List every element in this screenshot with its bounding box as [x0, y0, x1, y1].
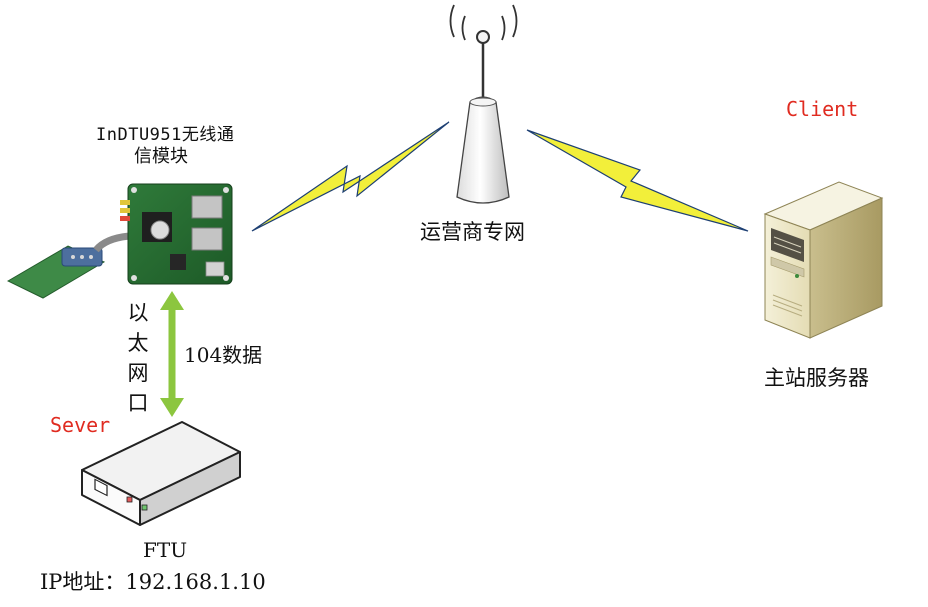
ftu-label: FTU — [143, 538, 188, 562]
wireless-link-left — [251, 121, 450, 232]
server-name-label: 主站服务器 — [764, 366, 869, 390]
wireless-link-right — [526, 129, 749, 232]
antenna-tower-icon — [449, 4, 518, 204]
network-label: 运营商专网 — [420, 220, 525, 244]
server-role-label: Sever — [50, 413, 111, 437]
interface-char: 网 — [127, 361, 149, 385]
protocol-label: 104数据 — [184, 343, 263, 367]
module-name-line1: InDTU951无线通 — [96, 125, 235, 145]
dtu-module-icon — [6, 183, 233, 299]
interface-char: 口 — [127, 391, 149, 415]
interface-char: 太 — [127, 331, 149, 355]
ftu-ip-label: IP地址：192.168.1.10 — [40, 570, 266, 594]
ethernet-link-arrow — [160, 291, 184, 417]
module-name-line2: 信模块 — [134, 146, 188, 167]
server-icon — [763, 181, 884, 339]
interface-char: 以 — [127, 301, 149, 325]
client-role-label: Client — [786, 97, 859, 121]
ftu-device-icon — [81, 421, 241, 526]
interface-label: 以 太 网 口 — [124, 298, 152, 418]
